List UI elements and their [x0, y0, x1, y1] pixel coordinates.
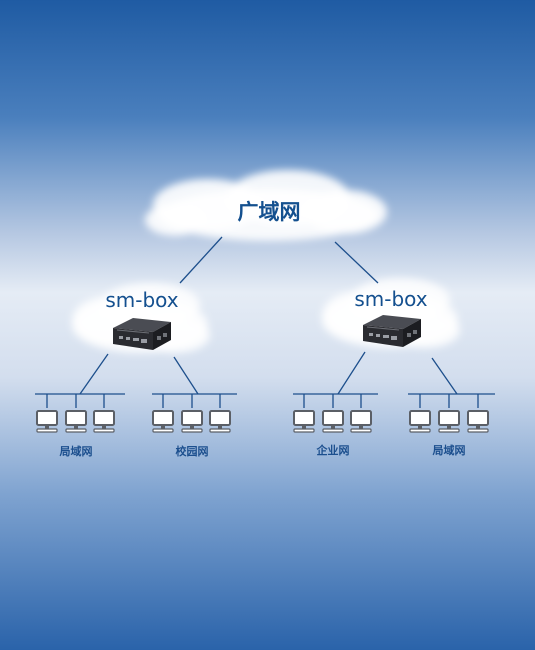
- network-label-campus: 校园网: [175, 445, 209, 458]
- computer-icon: [36, 410, 58, 433]
- computer-icon: [152, 410, 174, 433]
- computer-icon: [322, 410, 344, 433]
- computer-icon: [409, 410, 431, 433]
- computer-icon: [293, 410, 315, 433]
- wan-cloud: [145, 170, 387, 241]
- wan-label: 广域网: [237, 200, 301, 224]
- smbox-label-left: sm-box: [105, 288, 179, 312]
- computer-icon: [93, 410, 115, 433]
- computer-icon: [65, 410, 87, 433]
- connection-lines: [35, 236, 495, 408]
- network-label-enterprise: 企业网: [316, 444, 350, 457]
- network-label-lan-2: 局域网: [432, 444, 466, 457]
- smbox-label-right: sm-box: [354, 287, 428, 311]
- network-label-lan-1: 局域网: [59, 445, 93, 458]
- computer-icon: [438, 410, 460, 433]
- computer-icon: [209, 410, 231, 433]
- computer-icon: [350, 410, 372, 433]
- computer-icon: [467, 410, 489, 433]
- computer-icon: [181, 410, 203, 433]
